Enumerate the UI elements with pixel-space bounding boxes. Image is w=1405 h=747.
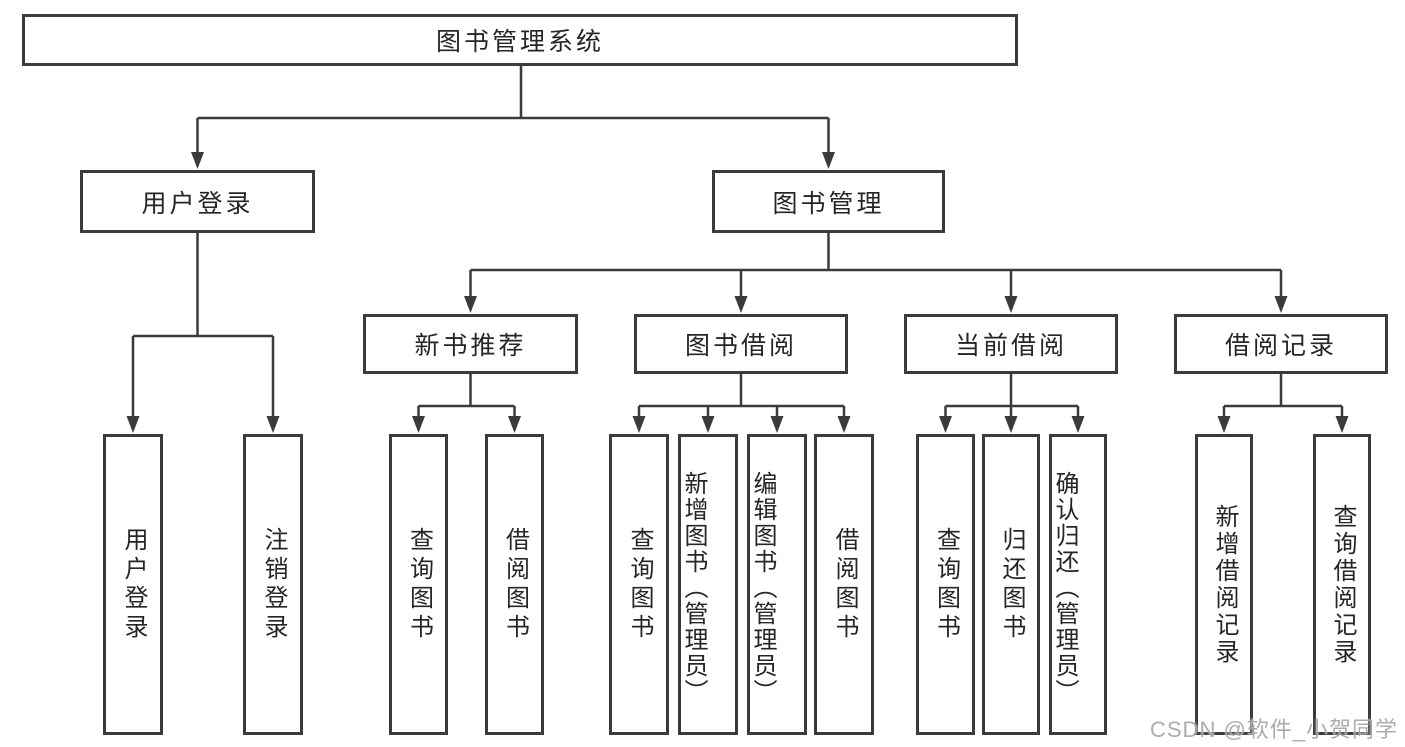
node-label: 借阅记录 — [1224, 332, 1337, 360]
leaf-current-return-book: 归还图书 — [982, 434, 1040, 735]
node-book-borrow: 图书借阅 — [634, 314, 848, 374]
node-new-book-recommend: 新书推荐 — [363, 314, 578, 374]
node-label: 查询借阅记录 — [1329, 503, 1356, 666]
node-label: 图书借阅 — [684, 332, 797, 360]
csdn-watermark: CSDN @软件_小贺同学 — [1150, 717, 1399, 742]
node-label: 当前借阅 — [954, 332, 1067, 360]
node-label: 编辑图书（管理员） — [749, 470, 776, 705]
node-label: 注销登录 — [260, 526, 287, 643]
node-borrow-records: 借阅记录 — [1174, 314, 1388, 374]
node-label: 新增借阅记录 — [1211, 503, 1238, 666]
leaf-current-confirm-return-admin: 确认归还（管理员） — [1049, 434, 1107, 735]
leaf-recommend-borrow-book: 借阅图书 — [485, 434, 544, 735]
node-label: 用户登录 — [141, 189, 254, 218]
node-label: 图书管理 — [772, 189, 885, 218]
node-label: 借阅图书 — [501, 526, 529, 643]
node-label: 新增图书（管理员） — [680, 470, 707, 705]
node-label: 新书推荐 — [414, 332, 527, 360]
node-label: 查询图书 — [932, 526, 960, 643]
leaf-logout: 注销登录 — [243, 434, 303, 735]
leaf-record-add: 新增借阅记录 — [1195, 434, 1253, 735]
node-label: 图书管理系统 — [435, 28, 604, 56]
node-root-system: 图书管理系统 — [22, 14, 1018, 66]
leaf-borrow-edit-book-admin: 编辑图书（管理员） — [747, 434, 807, 735]
node-user-login: 用户登录 — [80, 170, 315, 233]
node-label: 查询图书 — [405, 526, 433, 643]
leaf-borrow-add-book-admin: 新增图书（管理员） — [678, 434, 738, 735]
node-current-borrow: 当前借阅 — [904, 314, 1118, 374]
node-label: 借阅图书 — [831, 526, 858, 643]
leaf-borrow-query-book: 查询图书 — [609, 434, 669, 735]
node-label: 查询图书 — [626, 526, 653, 643]
leaf-borrow-borrow-book: 借阅图书 — [814, 434, 874, 735]
leaf-record-query: 查询借阅记录 — [1313, 434, 1371, 735]
leaf-recommend-query-book: 查询图书 — [389, 434, 448, 735]
arrowheads — [126, 152, 1349, 433]
leaf-user-login: 用户登录 — [103, 434, 163, 735]
node-label: 确认归还（管理员） — [1051, 470, 1078, 705]
node-label: 归还图书 — [998, 526, 1025, 643]
leaf-current-query-book: 查询图书 — [916, 434, 975, 735]
node-label: 用户登录 — [120, 526, 147, 643]
node-book-management: 图书管理 — [712, 170, 945, 233]
